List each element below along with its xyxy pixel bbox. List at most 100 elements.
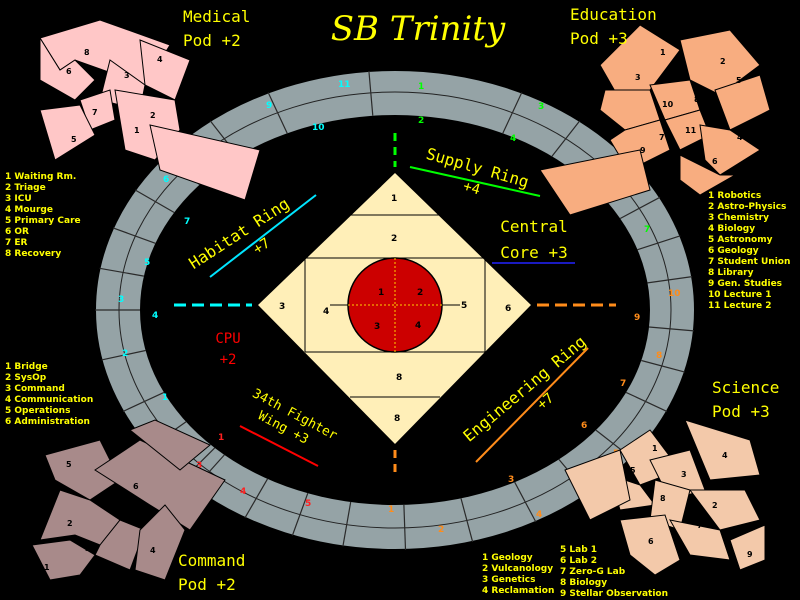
core-room-label: 6 (505, 304, 511, 314)
ring-divider (99, 267, 145, 277)
supply-ring-underline (409, 166, 541, 197)
ring-divider (112, 227, 156, 244)
ring-divider (648, 326, 694, 332)
science-legend-item: 2 Vulcanology (482, 564, 553, 574)
science-legend-item: 3 Genetics (482, 575, 535, 585)
education-room-label: 4 (737, 133, 743, 142)
education-legend-item: 11 Lecture 2 (708, 301, 771, 311)
habitat-section-label: 6 (163, 175, 169, 185)
ring-divider (134, 189, 175, 214)
education-room-label: 11 (685, 126, 697, 135)
command-legend-item: 5 Operations (5, 406, 70, 416)
medical-legend: 1 Waiting Rm. 2 Triage 3 ICU 4 Mourge 5 … (5, 172, 81, 259)
central-core (255, 170, 534, 447)
science-room-label: 7 (697, 521, 703, 530)
command-room-label: 6 (133, 482, 139, 491)
education-legend-item: 10 Lecture 1 (708, 290, 771, 300)
supply-section-label: 3 (538, 102, 544, 112)
engineering-section-label: 6 (581, 421, 587, 431)
command-room-label: 1 (44, 563, 50, 572)
medical-room-label: 8 (84, 48, 90, 57)
command-pod-bonus: Pod +2 (178, 575, 236, 594)
ring-divider (647, 276, 693, 284)
command-room-label: 5 (66, 460, 72, 469)
habitat-ring-underline (209, 194, 317, 278)
medical-room-label: 2 (150, 111, 156, 120)
education-room-label: 2 (720, 57, 726, 66)
medical-legend-item: 6 OR (5, 227, 29, 237)
medical-room-label: 7 (92, 108, 98, 117)
habitat-section-label: 1 (162, 393, 168, 403)
core-room-label: 1 (391, 194, 397, 204)
central-core-title: Central (500, 217, 567, 236)
core-spokes (174, 133, 616, 475)
science-room-label: 2 (712, 501, 718, 510)
fighter-section-label: 5 (305, 499, 311, 509)
engineering-section-label: 1 (388, 505, 394, 515)
reactor-labels: 1 2 3 4 (374, 288, 423, 332)
core-room-label: 4 (323, 307, 329, 317)
engineering-ring-underline (475, 347, 589, 463)
command-legend-item: 2 SysOp (5, 373, 47, 383)
education-legend: 1 Robotics 2 Astro-Physics 3 Chemistry 4… (708, 191, 790, 311)
habitat-section-label: 4 (152, 311, 158, 321)
core-room-label: 2 (391, 234, 397, 244)
ring-divider (403, 504, 407, 550)
medical-pod (39, 19, 261, 201)
science-pod-title: Science (712, 378, 779, 397)
science-room-label: 8 (660, 494, 666, 503)
ring-divider (122, 391, 165, 412)
medical-legend-item: 3 ICU (5, 194, 32, 204)
science-pod (564, 419, 766, 576)
fighter-wing-underline (239, 425, 319, 467)
core-room-label: 5 (461, 301, 467, 311)
command-legend-item: 3 Command (5, 384, 65, 394)
cpu-title: CPU (215, 331, 240, 347)
ring-divider (641, 359, 685, 373)
science-room-label: 3 (681, 470, 687, 479)
reactor-label: 3 (374, 322, 380, 332)
supply-section-label: 2 (418, 116, 424, 126)
education-legend-item: 1 Robotics (708, 191, 761, 201)
command-pod (31, 419, 226, 581)
education-room-label: 9 (640, 146, 646, 155)
fighter-section-label: 4 (240, 487, 246, 497)
education-room-label: 7 (659, 133, 665, 142)
science-room-label: 6 (648, 537, 654, 546)
engineering-section-label: 4 (536, 510, 542, 520)
science-pod-bonus: Pod +3 (712, 402, 770, 421)
ring-divider (502, 92, 523, 134)
engineering-section-label: 10 (668, 289, 681, 299)
education-room-label: 6 (712, 157, 718, 166)
ring-divider (619, 196, 661, 220)
medical-legend-item: 1 Waiting Rm. (5, 172, 76, 182)
ring-divider (514, 481, 537, 523)
science-legend-item: 1 Geology (482, 553, 533, 563)
science-legend-item: 5 Lab 1 (560, 545, 597, 555)
ring-divider (101, 349, 146, 361)
core-reactor (347, 257, 443, 353)
ring-divider (267, 92, 288, 134)
education-legend-item: 8 Library (708, 268, 754, 278)
core-room-labels: 1 2 3 4 5 6 8 8 (279, 194, 511, 424)
engineering-section-label: 3 (508, 475, 514, 485)
science-legend: 1 Geology 2 Vulcanology 3 Genetics 4 Rec… (482, 545, 668, 599)
command-legend: 1 Bridge 2 SysOp 3 Command 4 Communicati… (5, 362, 93, 427)
education-legend-item: 6 Geology (708, 246, 759, 256)
habitat-section-label: 9 (266, 101, 272, 111)
education-room-label: 3 (635, 73, 641, 82)
supply-section-label: 4 (510, 134, 516, 144)
medical-legend-item: 7 ER (5, 238, 28, 248)
command-legend-item: 1 Bridge (5, 362, 48, 372)
education-legend-item: 4 Biology (708, 224, 755, 234)
science-legend-item: 8 Biology (560, 578, 607, 588)
education-room-labels: 1 2 3 4 5 6 7 8 9 10 11 (635, 48, 743, 166)
engineering-section-label: 8 (656, 351, 662, 361)
ring-divider (551, 120, 581, 157)
science-legend-item: 9 Stellar Observation (560, 589, 668, 599)
ring-divider (637, 235, 681, 251)
medical-legend-item: 5 Primary Care (5, 216, 81, 226)
medical-pod-bonus: Pod +2 (183, 31, 241, 50)
ring-divider (291, 492, 309, 536)
